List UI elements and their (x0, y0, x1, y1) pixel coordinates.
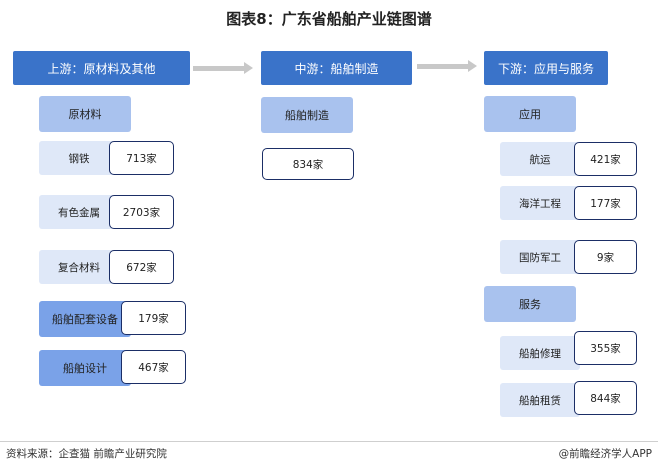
midstream-header: 中游：船舶制造 (261, 51, 412, 85)
upstream-item-label: 钢铁 (39, 141, 119, 175)
downstream-app-count: 421家 (574, 142, 637, 176)
upstream-item-label: 复合材料 (39, 250, 119, 284)
upstream-item-count: 672家 (109, 250, 174, 284)
downstream-app-label: 航运 (500, 142, 580, 176)
brand-label: @前瞻经济学人APP (558, 448, 652, 460)
upstream-item-count: 179家 (121, 301, 186, 335)
upstream-group-raw-materials: 原材料 (39, 96, 131, 132)
footer-divider (0, 441, 658, 442)
downstream-service-count: 844家 (574, 381, 637, 415)
upstream-item-count: 2703家 (109, 195, 174, 229)
flow-arrow-mid-to-down (417, 60, 477, 72)
downstream-service-label: 船舶修理 (500, 336, 580, 370)
downstream-header: 下游：应用与服务 (484, 51, 608, 85)
midstream-count: 834家 (262, 148, 354, 180)
downstream-service-label: 船舶租赁 (500, 383, 580, 417)
downstream-app-label: 国防军工 (500, 240, 580, 274)
downstream-app-count: 9家 (574, 240, 637, 274)
upstream-header: 上游：原材料及其他 (13, 51, 190, 85)
upstream-item-label: 船舶设计 (39, 350, 131, 386)
downstream-service-count: 355家 (574, 331, 637, 365)
flow-arrow-up-to-mid (193, 62, 253, 74)
downstream-app-label: 海洋工程 (500, 186, 580, 220)
downstream-app-count: 177家 (574, 186, 637, 220)
downstream-group-application: 应用 (484, 96, 576, 132)
source-note: 资料来源：企查猫 前瞻产业研究院 (6, 448, 167, 460)
upstream-item-label: 有色金属 (39, 195, 119, 229)
upstream-item-label: 船舶配套设备 (39, 301, 131, 337)
downstream-group-service: 服务 (484, 286, 576, 322)
figure-title: 图表8：广东省船舶产业链图谱 (226, 10, 432, 28)
midstream-group-shipbuilding: 船舶制造 (261, 97, 353, 133)
upstream-item-count: 713家 (109, 141, 174, 175)
upstream-item-count: 467家 (121, 350, 186, 384)
